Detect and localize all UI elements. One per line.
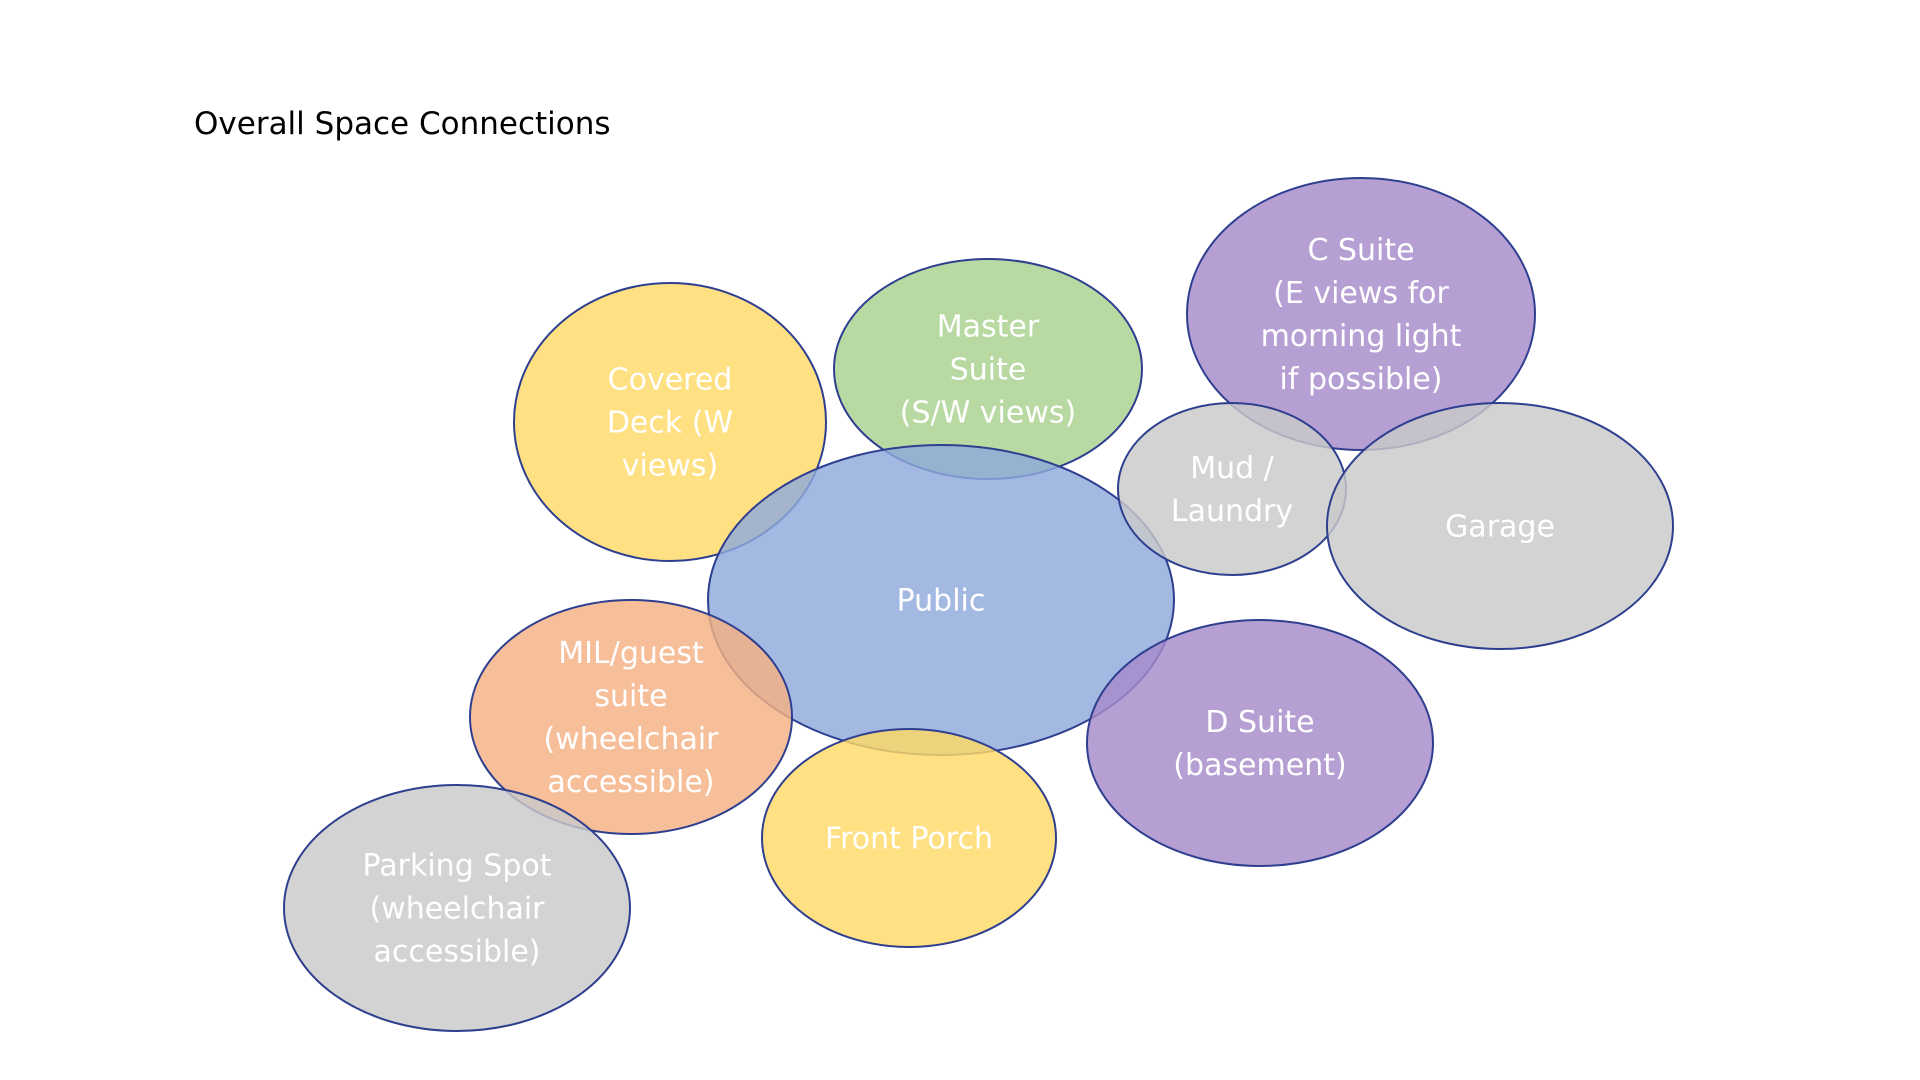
mil-guest-suite-label-line: suite xyxy=(594,679,667,714)
mil-guest-suite-ellipse xyxy=(469,599,793,835)
mil-guest-suite-label-line: (wheelchair xyxy=(543,722,719,757)
page-title: Overall Space Connections xyxy=(194,106,611,142)
bubble-public: Public xyxy=(707,444,1175,756)
parking-spot-label-line: (wheelchair xyxy=(369,892,545,927)
d-suite-label-line: (basement) xyxy=(1173,748,1346,783)
c-suite-label-line: (E views for xyxy=(1273,276,1449,311)
d-suite-ellipse xyxy=(1086,619,1434,867)
bubble-garage: Garage xyxy=(1326,402,1674,650)
parking-spot-label-line: accessible) xyxy=(374,935,541,970)
d-suite-label-line: D Suite xyxy=(1205,705,1314,740)
mud-laundry-label-line: Laundry xyxy=(1171,494,1293,529)
covered-deck-label-line: views) xyxy=(622,449,718,484)
mil-guest-suite-label-line: MIL/guest xyxy=(558,636,704,671)
front-porch-label-line: Front Porch xyxy=(825,822,993,857)
master-suite-label-line: Master xyxy=(937,310,1040,345)
bubble-d-suite: D Suite (basement) xyxy=(1086,619,1434,867)
parking-spot-label-line: Parking Spot xyxy=(363,849,552,884)
c-suite-label-line: morning light xyxy=(1261,319,1462,354)
c-suite-label-line: if possible) xyxy=(1280,362,1443,397)
c-suite-ellipse xyxy=(1186,177,1536,451)
garage-label-line: Garage xyxy=(1445,510,1555,545)
mud-laundry-ellipse xyxy=(1117,402,1347,576)
public-label-line: Public xyxy=(897,584,986,619)
parking-spot-ellipse xyxy=(283,784,631,1032)
covered-deck-label-line: Covered xyxy=(608,363,733,398)
mil-guest-suite-label-line: accessible) xyxy=(548,765,715,800)
bubble-mil-guest-suite: MIL/guest suite (wheelchair accessible) xyxy=(469,599,793,835)
c-suite-label-line: C Suite xyxy=(1307,233,1414,268)
mud-laundry-label-line: Mud / xyxy=(1190,451,1274,486)
master-suite-label-line: (S/W views) xyxy=(900,396,1076,431)
covered-deck-ellipse xyxy=(513,282,827,562)
garage-ellipse xyxy=(1326,402,1674,650)
front-porch-ellipse xyxy=(761,728,1057,948)
bubble-c-suite: C Suite (E views for morning light if possi… xyxy=(1186,177,1536,451)
bubble-parking-spot: Parking Spot (wheelchair accessible) xyxy=(283,784,631,1032)
covered-deck-label-line: Deck (W xyxy=(607,406,733,441)
master-suite-label-line: Suite xyxy=(950,353,1027,388)
bubble-front-porch: Front Porch xyxy=(761,728,1057,948)
bubble-mud-laundry: Mud / Laundry xyxy=(1117,402,1347,576)
